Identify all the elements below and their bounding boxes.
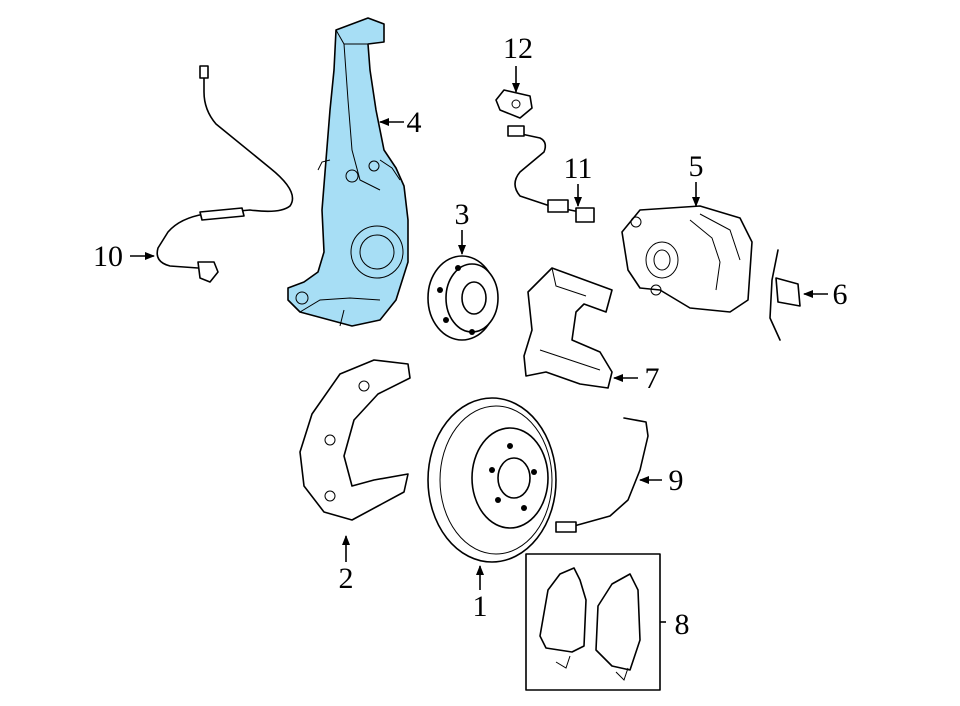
rotor-vent (439, 405, 553, 555)
label-7: 7 (645, 362, 660, 395)
brake-hose[interactable] (507, 125, 595, 223)
pad-outer (595, 573, 641, 671)
shield-hole-3 (324, 490, 336, 502)
label-10: 10 (93, 240, 123, 273)
hose-fitting-top (507, 125, 525, 137)
caliper-piston-inner (653, 249, 671, 271)
bracket-body (523, 267, 613, 389)
shield-body (299, 359, 411, 521)
knuckle-bore-inner (359, 234, 395, 270)
abs-sensor-wire (156, 71, 294, 269)
sensor-tip (555, 521, 577, 533)
caliper-bracket[interactable] (523, 267, 613, 389)
rotor-lug-1 (507, 443, 513, 449)
sensor-wire (573, 417, 649, 527)
caliper-bridge (689, 213, 741, 291)
callout-1: 1 (473, 565, 488, 623)
rotor-lug-5 (531, 469, 537, 475)
knuckle-upper-arm (335, 29, 381, 191)
brake-caliper[interactable] (621, 205, 753, 313)
label-3: 3 (455, 198, 470, 231)
hub-stud-3 (443, 317, 449, 323)
hose-bracket[interactable] (495, 89, 533, 119)
caliper-piston (645, 241, 679, 279)
abs-sensor-head (197, 261, 219, 283)
hub-stud-4 (469, 329, 475, 335)
callout-2: 2 (339, 535, 354, 595)
pad-inner (539, 567, 587, 653)
knuckle-edge (317, 159, 401, 181)
hub-center (461, 281, 487, 315)
wheel-hub[interactable] (427, 255, 499, 341)
label-5: 5 (689, 150, 704, 183)
caliper-bolt (650, 284, 662, 296)
caliper-clip[interactable] (769, 249, 801, 341)
callout-11: 11 (564, 152, 593, 207)
knuckle-hole-1 (345, 169, 359, 183)
hose-line (511, 131, 581, 213)
bracket-hole (511, 99, 521, 109)
hose-fitting-mid (547, 199, 569, 213)
callout-4: 4 (379, 106, 422, 139)
bracket-edges (539, 267, 601, 371)
caliper-bleeder (630, 216, 642, 228)
pad-wear-sensor[interactable] (555, 417, 649, 533)
clip-plate (775, 277, 801, 307)
rotor-lug-2 (489, 467, 495, 473)
abs-sensor[interactable] (156, 65, 294, 283)
knuckle-lower-arm (299, 297, 381, 327)
shield-hole-1 (358, 380, 370, 392)
label-12: 12 (503, 32, 533, 65)
rotor-lug-3 (495, 497, 501, 503)
brake-pads[interactable] (525, 553, 661, 691)
callout-3: 3 (455, 198, 470, 255)
knuckle-hole-2 (368, 160, 380, 172)
hub-stud-2 (437, 287, 443, 293)
rotor-lug-4 (521, 505, 527, 511)
callout-5: 5 (689, 150, 704, 207)
rotor-center-bore (497, 457, 531, 499)
bracket-body (495, 89, 533, 119)
label-8: 8 (675, 608, 690, 641)
hose-banjo (575, 207, 595, 223)
splash-shield[interactable] (299, 359, 411, 521)
caliper-body (621, 205, 753, 313)
callout-9: 9 (639, 464, 684, 497)
callout-6: 6 (803, 278, 848, 311)
callout-7: 7 (613, 362, 660, 395)
abs-connector (199, 65, 209, 79)
abs-grommet (199, 207, 245, 221)
hub-stud-1 (455, 265, 461, 271)
knuckle-hole-3 (295, 291, 309, 305)
callout-10: 10 (93, 240, 155, 273)
label-11: 11 (564, 152, 593, 185)
label-9: 9 (669, 464, 684, 497)
shield-hole-2 (324, 434, 336, 446)
label-2: 2 (339, 562, 354, 595)
label-4: 4 (407, 106, 422, 139)
label-6: 6 (833, 278, 848, 311)
callout-8: 8 (660, 608, 690, 641)
steering-knuckle[interactable] (287, 17, 409, 327)
knuckle-bore-outer (350, 225, 404, 279)
label-1: 1 (473, 590, 488, 623)
callout-12: 12 (503, 32, 533, 93)
pad-clips (555, 655, 629, 681)
clip-wire-1 (769, 249, 781, 341)
brake-rotor[interactable] (427, 397, 557, 563)
